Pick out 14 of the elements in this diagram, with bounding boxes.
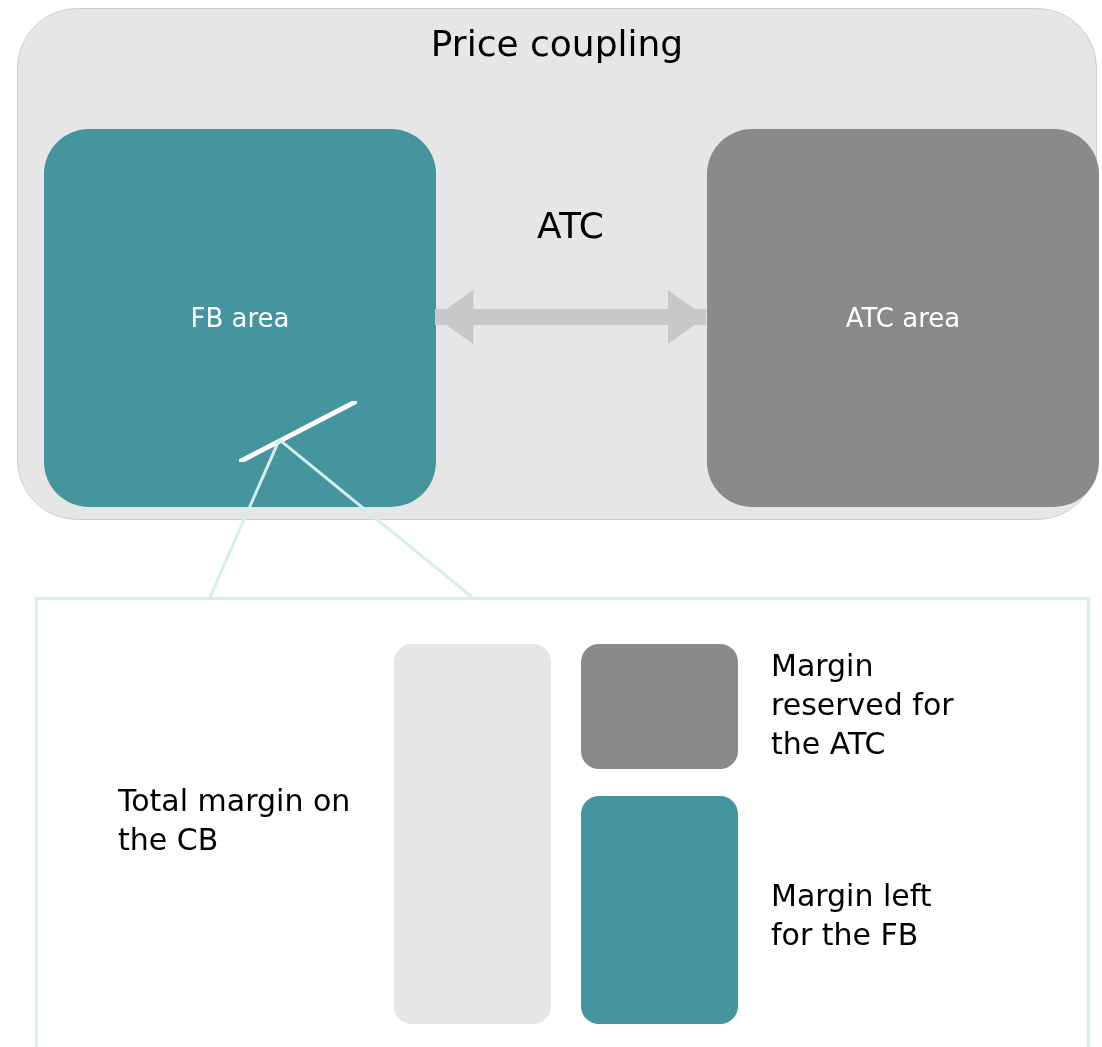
area-box [44,129,436,507]
group-title: Price coupling [430,23,684,64]
margin-bar [394,644,551,1024]
callout-panel [35,597,1090,1047]
margin-label: Margin reserved for the ATC [771,647,955,763]
margin-label: Margin left for the FB [771,877,933,954]
margin-block [581,796,738,1024]
margin-block [581,644,738,769]
area-box [707,129,1099,507]
area-label: FB area [190,303,290,333]
area-label: ATC area [845,303,961,333]
line-mark [239,401,357,462]
margin-label: Total margin on the CB [118,782,352,859]
group-panel [17,8,1097,520]
